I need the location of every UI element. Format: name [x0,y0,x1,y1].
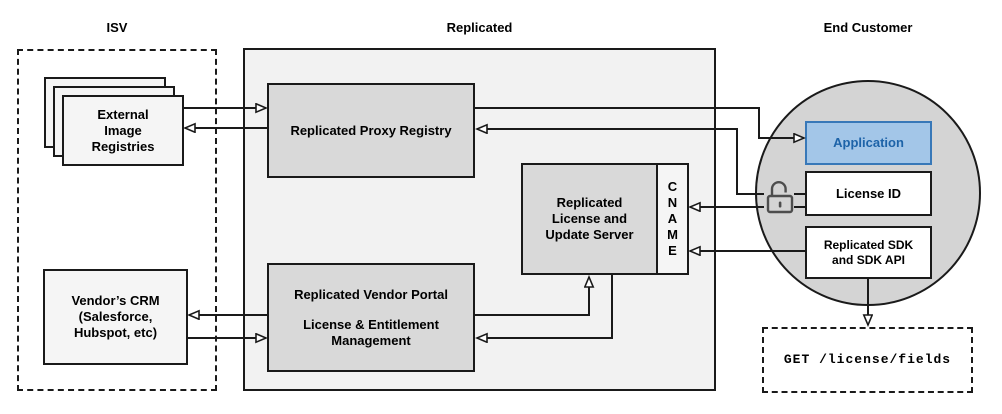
vendor-portal-node: Replicated Vendor Portal License & Entit… [267,263,475,372]
section-title-end-customer: End Customer [823,20,913,35]
license-update-server-node: Replicated License and Update Server [521,163,658,275]
license-id-label: License ID [835,185,902,201]
unlock-icon [764,181,794,215]
cname-label: CNAME [667,179,678,258]
external-image-registries-label: External Image Registries [91,106,155,154]
replicated-sdk-label: Replicated SDK and SDK API [823,237,914,267]
license-id-node: License ID [805,171,932,216]
application-node: Application [805,121,932,165]
vendor-portal-subtitle: License & Entitlement Management [303,316,439,348]
cname-strip: CNAME [656,163,689,275]
vendors-crm-node: Vendor’s CRM (Salesforce, Hubspot, etc) [43,269,188,365]
get-license-fields-node: GET /license/fields [762,327,973,393]
proxy-registry-node: Replicated Proxy Registry [267,83,475,178]
replicated-sdk-node: Replicated SDK and SDK API [805,226,932,279]
application-label: Application [833,135,904,150]
external-image-registries-node: External Image Registries [62,95,184,166]
get-license-fields-label: GET /license/fields [783,352,952,367]
proxy-registry-label: Replicated Proxy Registry [290,122,452,138]
license-update-server-label: Replicated License and Update Server [545,195,634,242]
vendors-crm-label: Vendor’s CRM (Salesforce, Hubspot, etc) [71,293,160,340]
vendor-portal-title: Replicated Vendor Portal [294,286,448,302]
section-title-replicated: Replicated [446,20,513,35]
section-title-isv: ISV [106,20,128,35]
